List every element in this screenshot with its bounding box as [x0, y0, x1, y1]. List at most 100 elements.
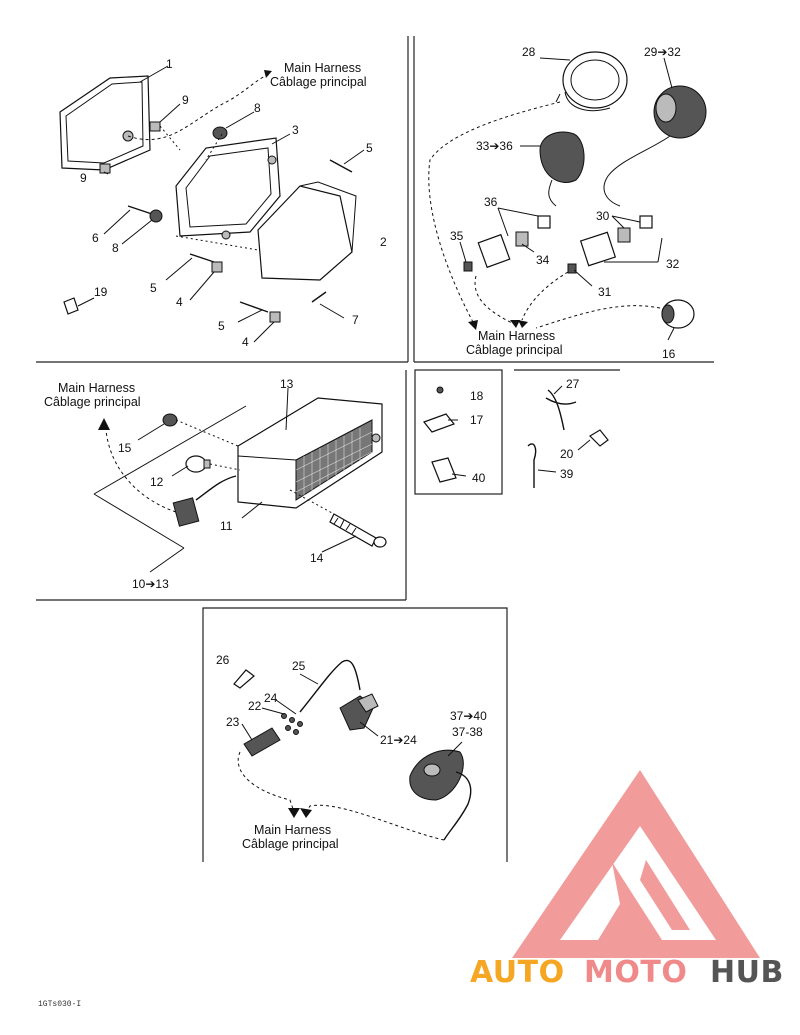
callout-8a: 8: [254, 101, 261, 115]
callout-12: 12: [150, 475, 164, 489]
watermark-part-1: AUTO: [470, 955, 565, 990]
callout-3: 3: [292, 123, 299, 137]
leader-lines-b: [459, 57, 675, 341]
callout-5b: 5: [150, 281, 157, 295]
screws-22-24: [281, 713, 303, 735]
seal-part-35: [463, 261, 473, 272]
callout-19: 19: [94, 285, 108, 299]
clip-part-26: [233, 669, 255, 689]
callout-10-13: 10➔13: [132, 577, 169, 591]
cable-tie-part-27: [545, 389, 577, 431]
arrow-icon: [264, 70, 272, 78]
callout-20: 20: [560, 447, 574, 461]
harness-label-b-line2: Câblage principal: [466, 343, 563, 357]
callout-29-32: 29➔32: [644, 45, 681, 59]
nut-part-4-upper: [211, 261, 223, 273]
harness-label-e-line1: Main Harness: [254, 823, 331, 837]
callout-32: 32: [666, 257, 680, 271]
callout-40: 40: [472, 471, 486, 485]
arrow-icon-c: [98, 418, 110, 430]
tail-light-edge: [237, 455, 297, 461]
callout-30: 30: [596, 209, 610, 223]
callout-2: 2: [380, 235, 387, 249]
callout-16: 16: [662, 347, 676, 361]
clip-part-9-lower: [99, 163, 111, 174]
callout-5c: 5: [218, 319, 225, 333]
gauge-part-33: [539, 131, 585, 207]
callout-39: 39: [560, 467, 574, 481]
screw-part-5-low: [239, 301, 269, 313]
watermark-part-3: HUB: [710, 955, 784, 990]
clip-part-9: [149, 121, 161, 132]
callout-37-40: 37➔40: [450, 709, 487, 723]
grommet-part-8-lower: [149, 209, 163, 223]
terminal-part-30: [617, 227, 631, 243]
plug-part-20: [589, 429, 609, 447]
clip-part-19: [63, 297, 79, 315]
screw-part-6: [127, 205, 153, 215]
callout-18: 18: [470, 389, 484, 403]
figure-code: 1GTs030-I: [38, 1000, 81, 1009]
arrow-icon-e1: [288, 808, 300, 818]
callout-17: 17: [470, 413, 484, 427]
callout-labels: 1 2 3 4 4 5 5 5 6 7 8 8 9 9 19 28 29➔32 …: [80, 45, 681, 747]
callout-5a: 5: [366, 141, 373, 155]
screw-part-5-mid: [189, 253, 215, 263]
callout-37-38: 37-38: [452, 725, 483, 739]
harness-label-a-line1: Main Harness: [284, 61, 361, 75]
arrow-icon-b2: [510, 320, 520, 328]
callout-31: 31: [598, 285, 612, 299]
switch-assembly: [233, 659, 472, 841]
leader-lines-e: [241, 673, 463, 757]
connector-part-23: [243, 727, 281, 757]
cap-part-36: [537, 215, 551, 229]
switch-button-37: [423, 763, 441, 777]
harness-wire-c: [105, 429, 177, 513]
cable-part-25: [299, 659, 361, 713]
callout-21-24: 21➔24: [380, 733, 417, 747]
triangle-logo-icon: [512, 770, 760, 958]
section-dividers: [36, 36, 714, 862]
bolt-part-14: [329, 513, 387, 548]
indicator-part-16: [661, 299, 695, 329]
harness-label-b-line1: Main Harness: [478, 329, 555, 343]
cap-part-30: [639, 215, 653, 229]
callout-25: 25: [292, 659, 306, 673]
watermark-part-2: MOTO: [584, 955, 687, 990]
callout-6: 6: [92, 231, 99, 245]
seal-part-31: [567, 263, 577, 274]
arrow-icon-b1: [468, 320, 478, 330]
callout-7: 7: [352, 313, 359, 327]
callout-34: 34: [536, 253, 550, 267]
callout-4a: 4: [176, 295, 183, 309]
tail-light-lamp-hole: [371, 433, 381, 443]
headlamp-housing: [257, 181, 357, 281]
callout-36: 36: [484, 195, 498, 209]
leader-lines-c: [137, 387, 357, 553]
callout-22: 22: [248, 699, 262, 713]
callout-8b: 8: [112, 241, 119, 255]
nut-part-15: [162, 413, 178, 427]
callout-14: 14: [310, 551, 324, 565]
connector-part-10: [172, 475, 237, 527]
harness-wire-b: [428, 101, 661, 329]
arrow-icon-e2: [300, 808, 312, 818]
harness-wire-switch: [443, 771, 472, 841]
wire-part-39: [527, 443, 537, 488]
callout-27: 27: [566, 377, 580, 391]
callout-9b: 9: [80, 171, 87, 185]
gauge-assembly: [428, 51, 707, 330]
harness-label-c: Main Harness Câblage principal: [44, 381, 141, 409]
callout-4b: 4: [242, 335, 249, 349]
screw-part-7: [311, 291, 327, 303]
harness-wire-a: [127, 73, 271, 141]
grommet-part-8: [212, 126, 228, 140]
callout-1: 1: [166, 57, 173, 71]
nut-part-4-lower: [269, 311, 281, 323]
harness-label-e-line2: Câblage principal: [242, 837, 339, 851]
knob-part-21: [357, 693, 379, 713]
watermark-wordmark: AUTO MOTO HUB: [470, 955, 784, 990]
callout-23: 23: [226, 715, 240, 729]
harness-wire-e: [237, 751, 445, 841]
